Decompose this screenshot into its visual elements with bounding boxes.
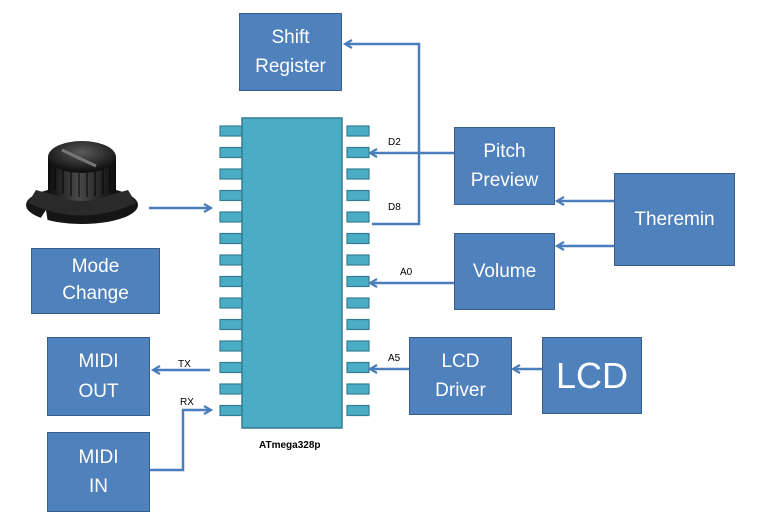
chip-pin-right-7 — [346, 254, 370, 266]
chip-pin-right-4 — [346, 189, 370, 202]
block-volume-line-1: Volume — [472, 260, 537, 282]
chip-pin-right-2 — [346, 146, 370, 159]
chip-pin-left-12 — [219, 361, 243, 374]
block-lcd: LCD — [542, 337, 642, 414]
chip-pin-right-6 — [346, 232, 370, 245]
block-lcd-driver: LCD Driver — [409, 337, 512, 415]
block-theremin: Theremin — [614, 173, 735, 266]
chip-name-label: ATmega328p — [259, 440, 321, 451]
pin-label-a5: A5 — [388, 353, 401, 364]
pin-label-d8: D8 — [388, 202, 401, 213]
block-midi-in-line-2: IN — [89, 476, 108, 497]
atmega-chip-body — [241, 117, 343, 429]
mode-knob-icon — [26, 141, 138, 224]
chip-pin-right-9 — [346, 297, 370, 309]
chip-pins-left — [219, 125, 243, 417]
chip-pin-left-13 — [219, 383, 243, 395]
block-lcd-line-1: LCD — [555, 354, 629, 396]
block-midi-in-line-1: MIDI — [78, 446, 119, 468]
block-volume: Volume — [454, 233, 555, 310]
block-pitch-preview: Pitch Preview — [454, 127, 555, 205]
chip-pin-left-11 — [219, 340, 243, 352]
block-lcd-driver-line-2: Driver — [435, 380, 486, 401]
block-mode-change-line-2: Change — [62, 283, 129, 304]
chip-pin-left-14 — [219, 404, 243, 417]
chip-pin-left-9 — [219, 297, 243, 309]
block-pitch-preview-line-2: Preview — [470, 170, 539, 191]
block-theremin-line-1: Theremin — [634, 208, 715, 230]
chip-pin-left-4 — [219, 189, 243, 202]
block-mode-change-line-1: Mode — [71, 256, 120, 278]
chip-pin-right-10 — [346, 318, 370, 331]
chip-pins-right — [346, 125, 370, 417]
block-shift-register: Shift Register — [239, 13, 342, 91]
chip-pin-right-1 — [346, 125, 370, 137]
pin-label-d2: D2 — [388, 137, 401, 148]
arrow-d8-to-shift-register — [346, 44, 421, 226]
block-midi-out-line-1: MIDI — [78, 351, 119, 373]
block-mode-change: Mode Change — [31, 248, 160, 314]
chip-pin-left-2 — [219, 146, 243, 159]
chip-pin-right-11 — [346, 340, 370, 352]
block-midi-out-line-2: OUT — [78, 380, 119, 402]
chip-pin-right-12 — [346, 361, 370, 374]
arrow-midi-in-to-rx — [150, 410, 210, 472]
chip-pin-right-8 — [346, 275, 370, 288]
chip-pin-left-8 — [219, 275, 243, 288]
pin-label-a0: A0 — [400, 267, 413, 278]
block-midi-out: MIDI OUT — [47, 337, 150, 416]
block-shift-register-line-1: Shift — [271, 26, 310, 48]
block-shift-register-line-2: Register — [255, 56, 326, 77]
block-lcd-driver-line-1: LCD — [441, 350, 480, 372]
chip-pin-left-10 — [219, 318, 243, 331]
block-midi-in: MIDI IN — [47, 432, 150, 512]
chip-pin-left-1 — [219, 125, 243, 137]
chip-pin-left-6 — [219, 232, 243, 245]
chip-pin-left-5 — [219, 211, 243, 223]
chip-pin-left-7 — [219, 254, 243, 266]
block-pitch-preview-line-1: Pitch — [483, 140, 526, 162]
chip-pin-right-13 — [346, 383, 370, 395]
chip-pin-right-14 — [346, 404, 370, 417]
chip-pin-right-3 — [346, 168, 370, 180]
pin-label-rx: RX — [180, 397, 194, 408]
chip-pin-right-5 — [346, 211, 370, 223]
pin-label-tx: TX — [178, 359, 191, 370]
chip-pin-left-3 — [219, 168, 243, 180]
